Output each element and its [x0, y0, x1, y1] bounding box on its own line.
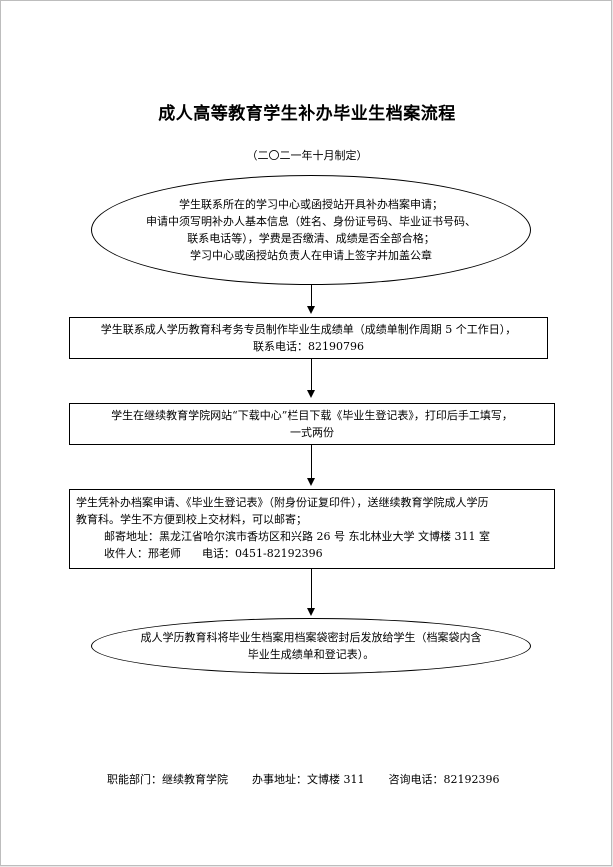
- step-3-line: 一式两份: [290, 426, 334, 439]
- step-4-line: 学生凭补办档案申请、《毕业生登记表》（附身份证复印件），送继续教育学院成人学历: [76, 496, 489, 509]
- flow-arrow-1-line: [311, 285, 312, 307]
- step-4-line: 教育科。学生不方便到校上交材料，可以邮寄；: [76, 513, 307, 526]
- mail-recipient: 收件人：邢老师 电话：0451-82192396: [104, 547, 323, 560]
- flow-arrow-3-head: [307, 478, 315, 486]
- flow-arrow-1-head: [307, 306, 315, 314]
- flow-arrow-4-line: [311, 569, 312, 609]
- step-1-ellipse: 学生联系所在的学习中心或函授站开具补办档案申请； 申请中须写明补办人基本信息（姓…: [91, 175, 531, 285]
- page-title: 成人高等教育学生补办毕业生档案流程: [158, 104, 456, 124]
- step-1-line: 学习中心或函授站负责人在申请上签字并加盖公章: [190, 249, 432, 262]
- page-subtitle: （二〇二一年十月制定）: [246, 149, 368, 162]
- footer-info: 职能部门：继续教育学院 办事地址：文博楼 311 咨询电话：82192396: [93, 758, 524, 800]
- mailing-address: 邮寄地址：黑龙江省哈尔滨市香坊区和兴路 26 号 东北林业大学 文博楼 311 …: [104, 530, 490, 543]
- step-5-line: 毕业生成绩单和登记表）。: [247, 648, 375, 661]
- step-3-line: 学生在继续教育学院网站“下载中心”栏目下载《毕业生登记表》，打印后手工填写，: [111, 409, 513, 422]
- step-2-line: 学生联系成人学历教育科考务专员制作毕业生成绩单（成绩单制作周期 5 个工作日），: [100, 323, 517, 336]
- step-1-line: 学生联系所在的学习中心或函授站开具补办档案申请；: [179, 198, 443, 211]
- flow-arrow-2-line: [311, 359, 312, 391]
- footer-phone: 咨询电话：82192396: [388, 773, 500, 786]
- flow-arrow-2-head: [307, 390, 315, 398]
- step-2-box: 学生联系成人学历教育科考务专员制作毕业生成绩单（成绩单制作周期 5 个工作日），…: [69, 317, 548, 359]
- step-4-box: 学生凭补办档案申请、《毕业生登记表》（附身份证复印件），送继续教育学院成人学历 …: [69, 489, 555, 569]
- step-5-ellipse: 成人学历教育科将毕业生档案用档案袋密封后发放给学生（档案袋内含 毕业生成绩单和登…: [91, 618, 531, 674]
- flow-arrow-4-head: [307, 608, 315, 616]
- step-1-line: 联系电话等），学费是否缴清、成绩是否全部合格；: [187, 232, 435, 245]
- step-5-line: 成人学历教育科将毕业生档案用档案袋密封后发放给学生（档案袋内含: [140, 631, 482, 644]
- step-1-line: 申请中须写明补办人基本信息（姓名、身份证号码、毕业证书号码、: [146, 215, 476, 228]
- flow-arrow-3-line: [311, 445, 312, 479]
- footer-department: 职能部门：继续教育学院: [107, 773, 228, 786]
- step-3-box: 学生在继续教育学院网站“下载中心”栏目下载《毕业生登记表》，打印后手工填写， 一…: [69, 403, 555, 445]
- footer-office: 办事地址：文博楼 311: [252, 773, 365, 786]
- step-2-line: 联系电话：82190796: [253, 340, 364, 353]
